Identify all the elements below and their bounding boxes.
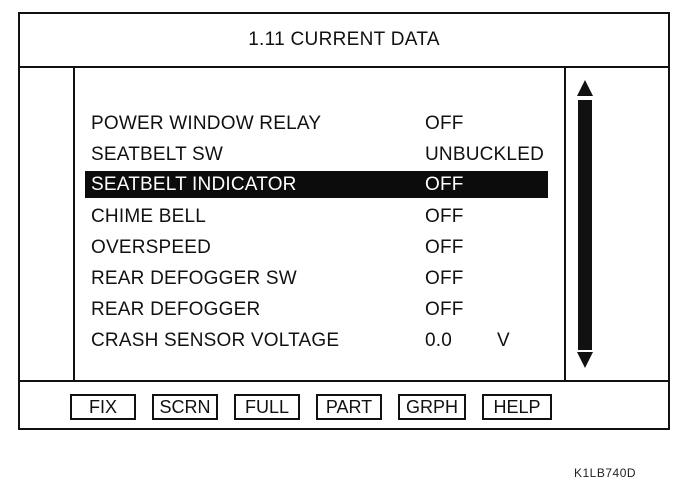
grph-button[interactable]: GRPH [398, 394, 466, 420]
row-name: REAR DEFOGGER SW [91, 267, 297, 289]
data-row-crash-sensor-voltage[interactable]: CRASH SENSOR VOLTAGE 0.0 V [85, 327, 548, 354]
row-value: OFF [425, 112, 464, 134]
fix-button[interactable]: FIX [70, 394, 136, 420]
scrn-button[interactable]: SCRN [152, 394, 218, 420]
part-button[interactable]: PART [316, 394, 382, 420]
data-row-power-window-relay[interactable]: POWER WINDOW RELAY OFF [85, 110, 548, 137]
data-row-overspeed[interactable]: OVERSPEED OFF [85, 234, 548, 261]
row-name: CHIME BELL [91, 205, 206, 227]
data-row-rear-defogger[interactable]: REAR DEFOGGER OFF [85, 296, 548, 323]
triangle-down-icon[interactable] [577, 352, 593, 368]
row-unit: V [497, 329, 510, 351]
scrollbar[interactable] [564, 68, 604, 380]
help-button[interactable]: HELP [482, 394, 552, 420]
right-panel [604, 68, 670, 380]
triangle-up-icon[interactable] [577, 80, 593, 96]
row-value: OFF [425, 205, 464, 227]
function-key-bar: FIX SCRN FULL PART GRPH HELP [20, 380, 668, 428]
row-value: OFF [425, 298, 464, 320]
data-row-rear-defogger-sw[interactable]: REAR DEFOGGER SW OFF [85, 265, 548, 292]
row-name: REAR DEFOGGER [91, 298, 261, 320]
row-value: OFF [425, 236, 464, 258]
row-name: CRASH SENSOR VOLTAGE [91, 329, 340, 351]
figure-code: K1LB740D [574, 466, 637, 480]
data-row-seatbelt-sw[interactable]: SEATBELT SW UNBUCKLED [85, 141, 548, 168]
row-value: UNBUCKLED [425, 143, 544, 165]
page-title: 1.11 CURRENT DATA [20, 14, 668, 68]
row-name: SEATBELT INDICATOR [91, 173, 297, 195]
scan-tool-screen: 1.11 CURRENT DATA POWER WINDOW RELAY OFF… [18, 12, 670, 430]
row-name: OVERSPEED [91, 236, 212, 258]
current-data-list: POWER WINDOW RELAY OFF SEATBELT SW UNBUC… [75, 68, 564, 380]
row-value: OFF [425, 173, 464, 195]
scroll-thumb[interactable] [578, 100, 592, 350]
data-row-chime-bell[interactable]: CHIME BELL OFF [85, 203, 548, 230]
row-name: POWER WINDOW RELAY [91, 112, 322, 134]
row-value: 0.0 [425, 329, 453, 351]
data-row-seatbelt-indicator[interactable]: SEATBELT INDICATOR OFF [85, 171, 548, 198]
left-panel [20, 68, 75, 380]
full-button[interactable]: FULL [234, 394, 300, 420]
row-value: OFF [425, 267, 464, 289]
row-name: SEATBELT SW [91, 143, 224, 165]
